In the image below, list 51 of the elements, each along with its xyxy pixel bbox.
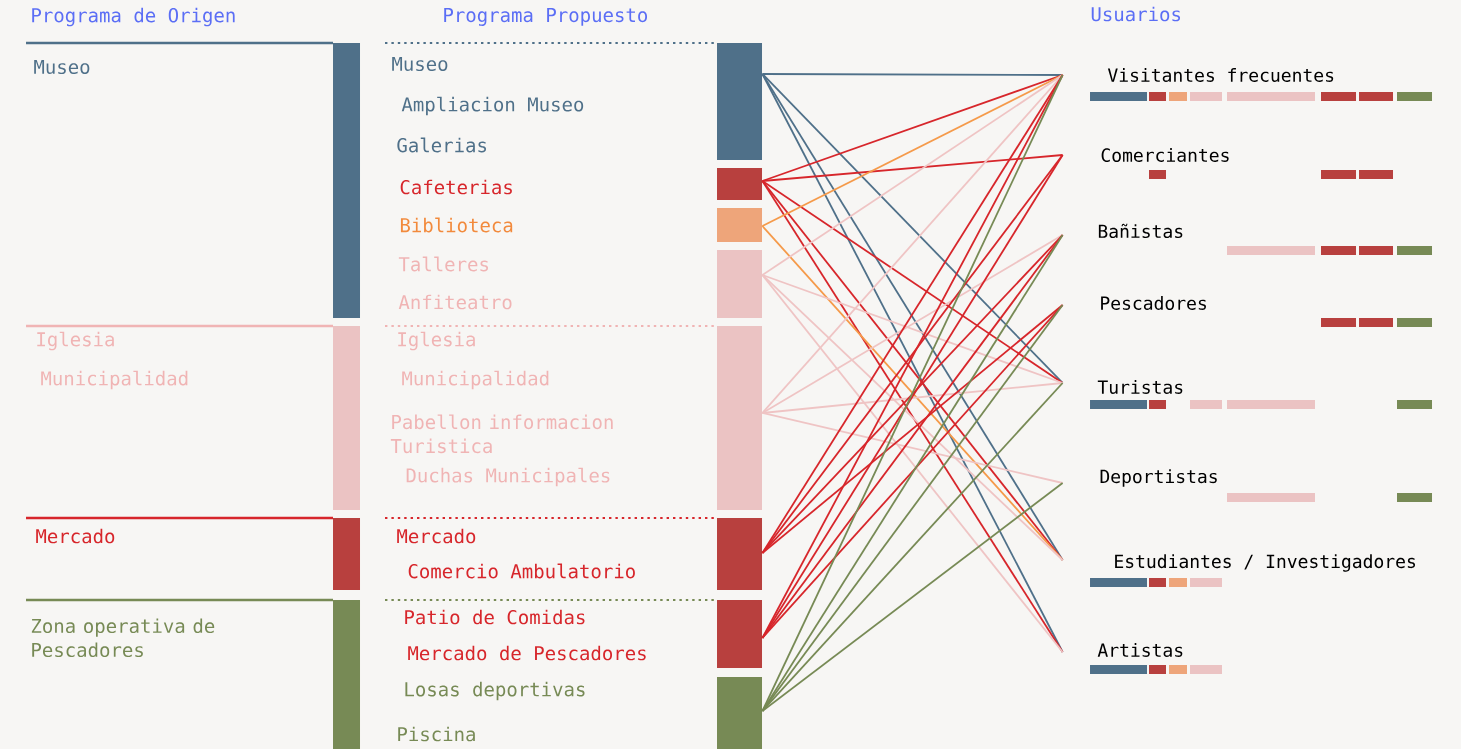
program-bar [717, 208, 762, 242]
connector-line [761, 73, 1064, 76]
connector-line [761, 180, 1064, 384]
item-label: Pabellon informacion Turistica [390, 414, 613, 454]
user-label: Pescadores [1101, 296, 1206, 310]
program-bar [717, 600, 762, 668]
user-label: Artistas [1097, 643, 1183, 657]
connector-line [761, 274, 1064, 384]
item-label: Museo [392, 56, 448, 72]
item-label: Ampliacion Museo [401, 96, 584, 116]
program-bar [717, 250, 762, 318]
item-label: Biblioteca [400, 217, 513, 233]
item-label: Municipalidad [402, 370, 549, 390]
item-label: Galerias [397, 137, 487, 153]
program-bar [717, 326, 762, 510]
item-label: Cafeterias [400, 179, 512, 195]
item-label: Comercio Ambulatorio [408, 563, 635, 579]
connector-line [761, 382, 1064, 414]
connector-line [761, 382, 1064, 712]
item-label: Iglesia [398, 331, 475, 351]
user-label: Deportistas [1100, 469, 1217, 487]
item-label: Mercado [36, 528, 115, 544]
program-bar [717, 168, 762, 200]
item-label: Talleres [398, 256, 489, 272]
user-label: Bañistas [1098, 223, 1183, 239]
user-label: Turistas [1097, 380, 1183, 394]
connector-line [761, 412, 1064, 484]
item-label: Patio de Comidas [405, 609, 585, 625]
item-label: Piscina [398, 726, 475, 742]
program-bar [717, 677, 762, 749]
item-label: Museo [34, 59, 90, 75]
connector-line [761, 74, 1064, 276]
connector-line [761, 482, 1064, 712]
item-label: Municipalidad [41, 370, 188, 390]
user-label: Visitantes frecuentes [1107, 68, 1334, 82]
user-label: Comerciantes [1101, 148, 1229, 162]
column-heading: Programa Propuesto [444, 8, 647, 26]
program-bar [717, 43, 762, 160]
item-label: Anfiteatro [398, 294, 512, 310]
item-label: Mercado de Pescadores [408, 645, 646, 661]
program-bar [717, 518, 762, 590]
item-label: Iglesia [37, 331, 114, 351]
item-label: Losas deportivas [405, 681, 585, 701]
connector-line [761, 154, 1064, 182]
connector-line [761, 234, 1064, 414]
column-heading: Usuarios [1091, 6, 1181, 22]
user-label: Estudiantes / Investigadores [1115, 554, 1416, 572]
connector-line [761, 74, 1064, 182]
item-label: Mercado [397, 528, 476, 544]
item-label: Zona operativa de Pescadores [31, 618, 215, 658]
item-label: Duchas Municipales [406, 467, 610, 487]
